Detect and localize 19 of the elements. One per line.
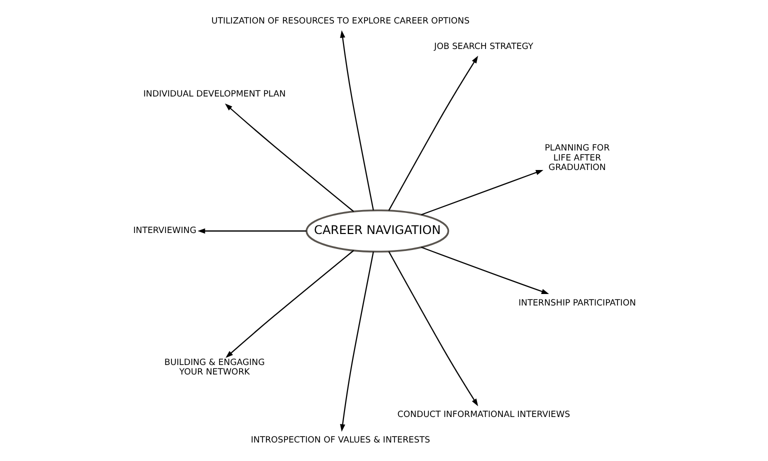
node-text: BUILDING & ENGAGING YOUR NETWORK [164, 357, 264, 378]
node-text: UTILIZATION OF RESOURCES TO EXPLORE CAREER OPTIONS [210, 16, 470, 26]
node-text: CONDUCT INFORMATIONAL INTERVIEWS [396, 410, 570, 420]
arrow [340, 30, 374, 210]
arrow [197, 228, 306, 234]
arrow [420, 246, 548, 294]
node-text: PLANNING FOR LIFE AFTER GRADUATION [544, 143, 610, 173]
node-text: INTERNSHIP PARTICIPATION [518, 298, 636, 308]
node-text: INTERVIEWING [132, 226, 196, 236]
node-text: INTROSPECTION OF VALUES & INTERESTS [250, 434, 430, 445]
node-text: INDIVIDUAL DEVELOPMENT PLAN [142, 88, 286, 99]
arrow [224, 103, 354, 212]
arrow [225, 250, 354, 358]
arrow [340, 251, 374, 432]
arrow [388, 250, 478, 406]
node-ellipse: CAREER NAVIGATION [305, 208, 449, 252]
arrow [388, 55, 478, 210]
node-text: JOB SEARCH STRATEGY [434, 41, 533, 52]
arrow [420, 170, 543, 215]
